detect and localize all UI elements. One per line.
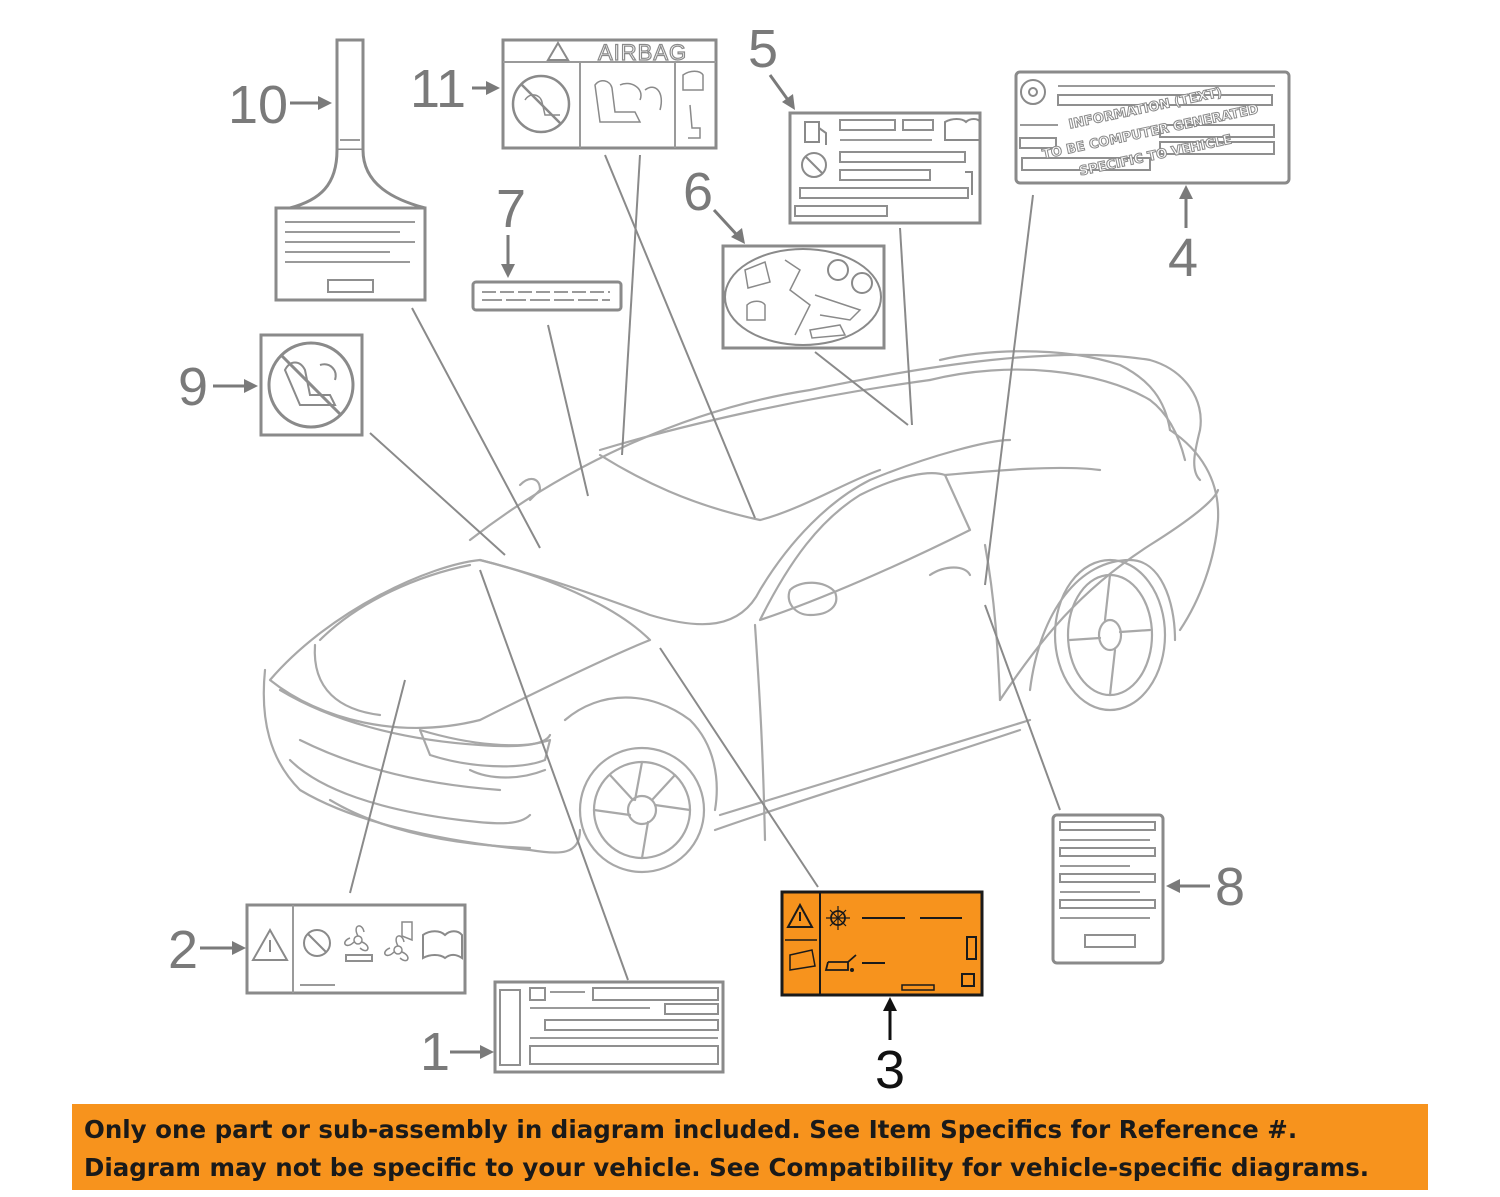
callout-10: 10 [228, 75, 332, 135]
car-outline [262, 350, 1220, 874]
callout-4: 4 [1168, 185, 1198, 288]
label-6 [721, 244, 886, 350]
callout-1: 1 [420, 1022, 494, 1082]
label-7 [471, 280, 623, 312]
hood-icon [401, 921, 413, 942]
manual-icon [944, 118, 981, 141]
fuel-pump-icon [804, 121, 827, 145]
no-child-seat-icon [267, 341, 355, 429]
label-4: INFORMATION (TEXT) TO BE COMPUTER GENERA… [1014, 70, 1291, 185]
no-child-seat-icon [511, 74, 571, 134]
callout-7: 7 [496, 179, 526, 278]
callout-6: 6 [683, 162, 745, 244]
manual-icon [682, 70, 704, 91]
label-9 [259, 333, 364, 437]
label-10 [274, 38, 427, 302]
callout-2: 2 [168, 920, 246, 980]
callout-number-1: 1 [420, 1022, 450, 1082]
callout-5: 5 [748, 19, 795, 110]
callout-number-10: 10 [228, 75, 288, 135]
callout-9: 9 [178, 357, 258, 417]
no-fuel-icon [801, 152, 827, 178]
label-1 [493, 980, 725, 1074]
callout-3: 3 [875, 997, 905, 1100]
no-child-seat-icon [303, 929, 331, 957]
disclaimer-line-2: Diagram may not be specific to your vehi… [84, 1153, 1370, 1182]
oil-can-icon [824, 954, 857, 972]
label-8 [1051, 813, 1165, 965]
callout-number-7: 7 [496, 179, 526, 239]
label-5 [788, 111, 982, 225]
leader-lines [349, 154, 1061, 981]
callout-number-3: 3 [875, 1040, 905, 1100]
label-2 [245, 903, 467, 995]
label-11: AIRBAG [501, 38, 718, 150]
callout-number-4: 4 [1168, 228, 1198, 288]
manual-icon [422, 930, 463, 960]
fan-icon [344, 925, 409, 962]
disclaimer-banner: Only one part or sub-assembly in diagram… [72, 1104, 1428, 1190]
callout-number-9: 9 [178, 357, 208, 417]
airbag-title: AIRBAG [598, 40, 687, 65]
callout-11: 11 [410, 59, 500, 119]
engine-icon [826, 906, 850, 930]
label-3 [780, 890, 984, 997]
hood-icon [789, 949, 816, 971]
disclaimer-line-1: Only one part or sub-assembly in diagram… [84, 1115, 1298, 1144]
callout-8: 8 [1166, 857, 1245, 917]
warning-icon [251, 927, 289, 961]
callout-number-11: 11 [410, 59, 466, 119]
callout-number-2: 2 [168, 920, 198, 980]
callout-number-5: 5 [748, 19, 778, 79]
callout-number-8: 8 [1215, 857, 1245, 917]
warning-icon [786, 902, 814, 928]
callout-number-6: 6 [683, 162, 713, 222]
